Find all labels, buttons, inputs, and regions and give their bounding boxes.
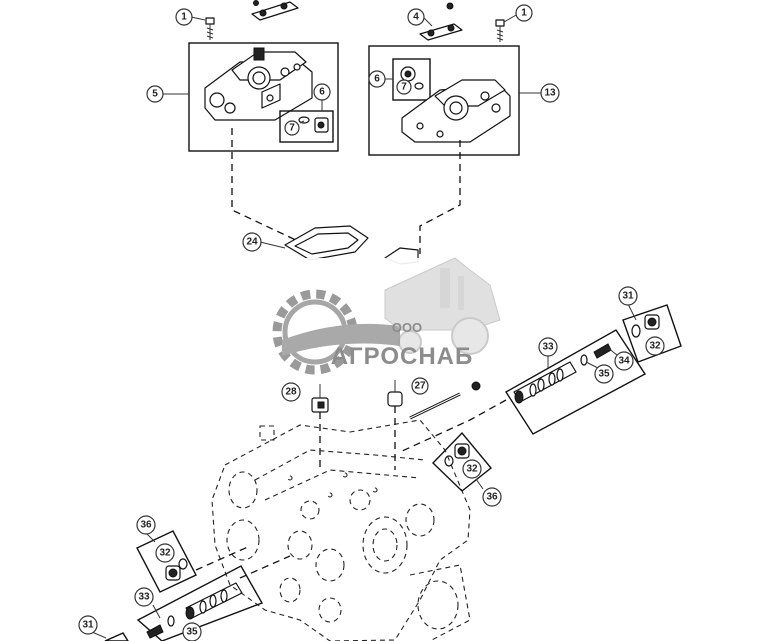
fitting-28-part [311, 384, 329, 413]
harvester-icon [384, 257, 501, 355]
svg-text:31: 31 [622, 291, 634, 302]
callout-35-upper: 35 [594, 364, 614, 384]
svg-text:32: 32 [159, 548, 171, 559]
svg-text:1: 1 [521, 8, 527, 19]
svg-text:36: 36 [486, 492, 498, 503]
valve-block-13-part [401, 79, 511, 143]
cap-box-36-left [136, 530, 197, 593]
svg-text:7: 7 [289, 123, 295, 134]
svg-text:1: 1 [181, 12, 187, 23]
valve-block-5-part [204, 47, 313, 121]
svg-text:31: 31 [82, 620, 94, 631]
assembly-5-group [188, 0, 339, 152]
assembly-5-frame [188, 42, 339, 152]
connector-left [231, 128, 301, 243]
svg-text:33: 33 [542, 342, 554, 353]
gear-icon [272, 289, 400, 375]
main-housing-part [211, 419, 471, 641]
callout-32-upper: 32 [645, 336, 665, 356]
assembly-13-frame [368, 45, 520, 156]
assembly-13-group [368, 2, 520, 156]
rod-27-part [409, 381, 481, 420]
svg-text:35: 35 [186, 627, 198, 638]
bolt-part [205, 17, 215, 40]
svg-text:28: 28 [285, 387, 297, 398]
connector-spool-lower [239, 555, 291, 579]
cap-box-31-lower [104, 632, 129, 641]
spool-33-part [513, 361, 577, 404]
callout-6-left: 6 [313, 83, 331, 101]
callout-27: 27 [411, 377, 429, 395]
inner-box-6-7-left [279, 110, 334, 143]
gasket-24-part [284, 225, 419, 265]
spool-frame-upper [505, 329, 647, 435]
callout-13: 13 [540, 83, 560, 103]
callout-7-left: 7 [284, 120, 300, 136]
svg-text:33: 33 [138, 592, 150, 603]
clamp-plate-part [251, 0, 299, 21]
svg-text:13: 13 [544, 88, 556, 99]
svg-text:24: 24 [246, 237, 258, 248]
callout-34: 34 [614, 351, 634, 371]
callout-6-right: 6 [368, 70, 386, 88]
callout-4: 4 [407, 8, 425, 26]
connector-36-left [195, 545, 251, 571]
svg-text:36: 36 [140, 520, 152, 531]
callout-1-right: 1 [515, 4, 533, 22]
plate-4-part [419, 23, 463, 41]
svg-text:34: 34 [618, 356, 630, 367]
callout-5: 5 [146, 85, 164, 103]
callout-24: 24 [242, 232, 262, 252]
callout-36-left: 36 [136, 515, 156, 535]
callout-33-lower: 33 [134, 587, 154, 607]
callout-31-lower: 31 [78, 615, 98, 635]
spool-assembly-lower [104, 565, 264, 641]
cap-box-31-upper [622, 304, 682, 363]
callout-32-left: 32 [155, 543, 175, 563]
callout-28: 28 [281, 382, 301, 402]
svg-text:7: 7 [401, 82, 407, 93]
connector-right [419, 140, 461, 254]
connector-spool-upper [399, 399, 507, 453]
watermark-brand: АГРОСНАБ [331, 343, 474, 370]
callout-31-upper: 31 [618, 286, 638, 306]
callout-36-center: 36 [482, 487, 502, 507]
svg-text:6: 6 [374, 74, 380, 85]
svg-text:32: 32 [649, 341, 661, 352]
svg-text:27: 27 [414, 381, 426, 392]
svg-text:4: 4 [413, 12, 419, 23]
spool-assembly-upper [505, 304, 682, 435]
callout-1-left: 1 [175, 8, 193, 26]
watermark-prefix: ООО [392, 320, 422, 335]
spring-34-part [593, 343, 612, 359]
svg-text:32: 32 [466, 464, 478, 475]
svg-text:35: 35 [598, 369, 610, 380]
callout-32-center: 32 [462, 459, 482, 479]
cap-box-36-right [432, 431, 492, 492]
svg-text:5: 5 [152, 89, 158, 100]
callout-35-lower: 35 [182, 622, 202, 641]
svg-text:6: 6 [319, 87, 325, 98]
callout-33-upper: 33 [538, 337, 558, 357]
callout-leaders [91, 13, 637, 639]
callout-7-right: 7 [396, 79, 412, 95]
watermark-logo: ООО АГРОСНАБ [270, 257, 535, 386]
bolt-part-right [495, 19, 505, 42]
